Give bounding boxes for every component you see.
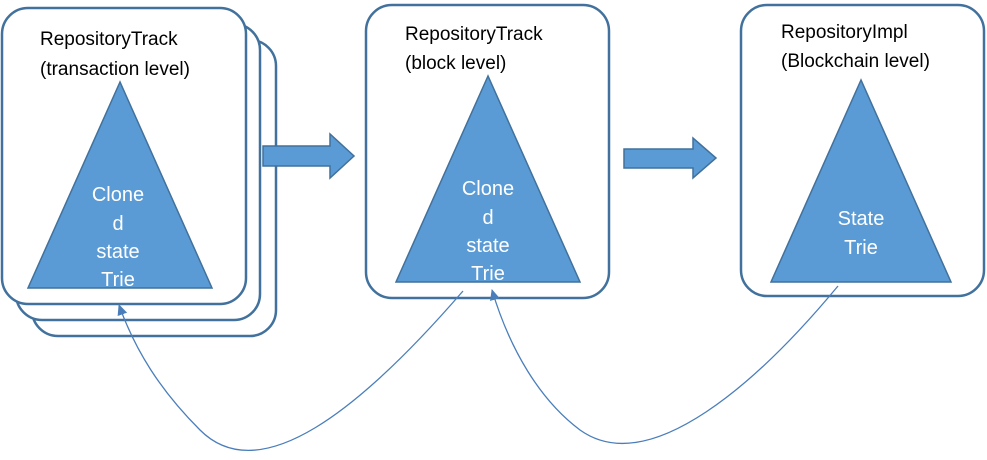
triangle-text-line-2: d bbox=[112, 213, 123, 235]
triangle-text-line-2: Trie bbox=[844, 237, 878, 259]
cloned-state-trie-triangle bbox=[394, 74, 582, 283]
triangle-text-line-1: Clone bbox=[92, 184, 144, 206]
block-to-transaction-connector bbox=[117, 290, 464, 451]
blockchain-level-title: RepositoryImpl bbox=[781, 22, 908, 43]
block-level-title: RepositoryTrack bbox=[405, 24, 543, 45]
triangle-text-line-1: Clone bbox=[462, 178, 514, 200]
block-level-block: RepositoryTrack (block level) Clone d st… bbox=[364, 3, 611, 300]
flow-arrow-1 bbox=[262, 132, 356, 180]
flow-arrow-2 bbox=[623, 136, 718, 180]
blockchain-level-subtitle: (Blockchain level) bbox=[781, 51, 930, 72]
block-level-subtitle: (block level) bbox=[405, 53, 506, 74]
triangle-text-line-3: state bbox=[466, 235, 509, 257]
blockchain-level-block: RepositoryImpl (Blockchain level) State … bbox=[739, 3, 986, 298]
cloned-state-trie-triangle bbox=[26, 80, 214, 289]
blockchain-to-block-connector bbox=[490, 285, 839, 444]
triangle-text-line-1: State bbox=[838, 208, 885, 230]
triangle-text-line-2: d bbox=[482, 207, 493, 229]
state-trie-triangle bbox=[769, 78, 953, 283]
transaction-level-block: RepositoryTrack (transaction level) Clon… bbox=[0, 6, 278, 338]
triangle-text-line-4: Trie bbox=[471, 263, 505, 285]
triangle-text-line-4: Trie bbox=[101, 269, 135, 291]
triangle-text-line-3: state bbox=[96, 241, 139, 263]
transaction-block-subtitle: (transaction level) bbox=[40, 59, 190, 80]
transaction-block-title: RepositoryTrack bbox=[40, 29, 178, 50]
